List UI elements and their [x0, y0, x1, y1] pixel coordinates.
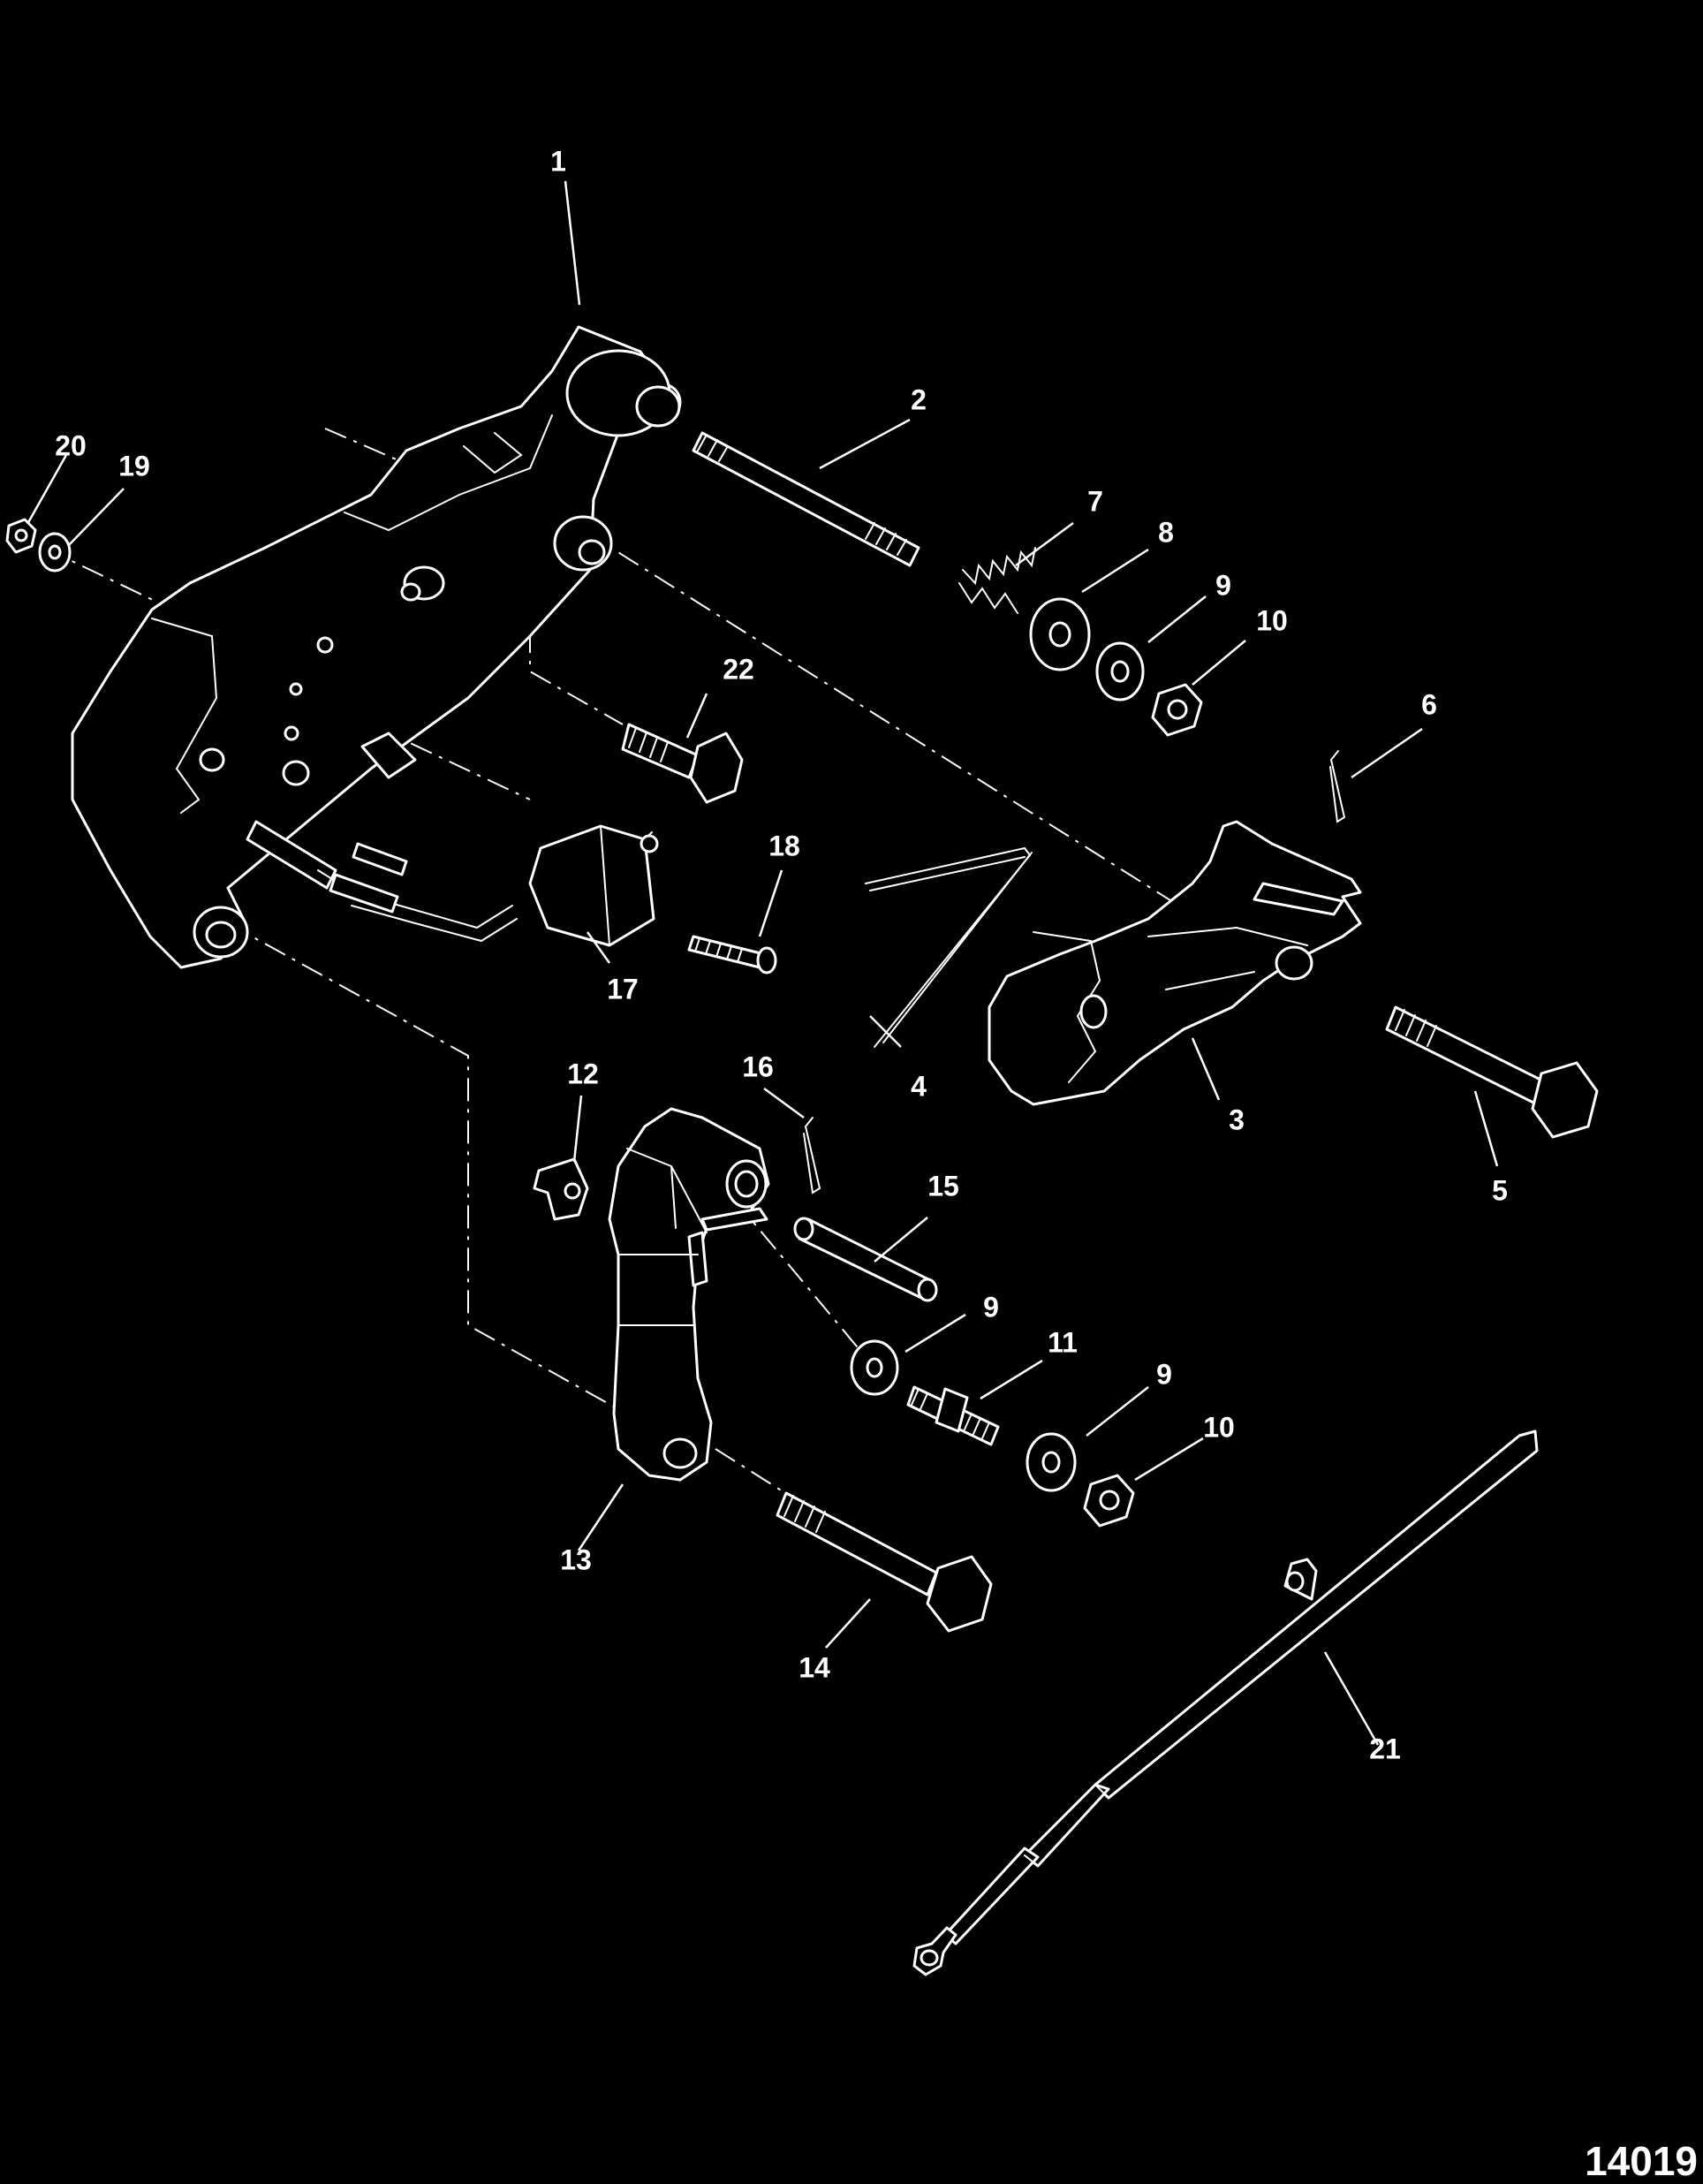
callout-1: 1 — [550, 145, 566, 177]
callout-labels: 1 2 7 8 9 10 6 22 18 17 4 3 5 12 16 15 9… — [55, 145, 1508, 1764]
part-10-nut-lower — [1083, 1474, 1135, 1528]
callout-9-middle: 9 — [983, 1291, 999, 1323]
part-2-stud — [692, 431, 920, 567]
part-16-cotter-pin — [803, 1117, 821, 1194]
part-11-stud — [906, 1385, 1000, 1446]
part-18-screw — [687, 935, 777, 974]
callout-20: 20 — [55, 429, 87, 461]
part-10-nut-upper — [1151, 683, 1203, 737]
callout-8: 8 — [1158, 516, 1174, 548]
part-9-washer-middle — [850, 1339, 899, 1396]
part-1-main-bracket — [71, 325, 682, 969]
part-4-wire-spring — [865, 846, 1033, 1048]
part-8-washer — [1029, 597, 1091, 671]
part-9-washer-lower — [1026, 1432, 1077, 1492]
callout-17: 17 — [607, 973, 639, 1005]
part-7-spring — [958, 547, 1036, 614]
part-19-washer — [38, 532, 72, 573]
callout-10: 10 — [1256, 604, 1288, 636]
part-20-nut — [5, 518, 37, 554]
callout-18: 18 — [768, 830, 800, 861]
part-3-lever — [988, 820, 1362, 1106]
callout-7: 7 — [1087, 485, 1103, 517]
part-12-clip — [533, 1157, 589, 1221]
part-13-lower-lever — [608, 1107, 770, 1482]
callout-10-lower: 10 — [1203, 1411, 1235, 1443]
callout-14: 14 — [799, 1651, 830, 1683]
part-22-bolt — [621, 723, 744, 804]
callout-11: 11 — [1048, 1326, 1078, 1358]
callout-3: 3 — [1229, 1103, 1245, 1135]
callout-15: 15 — [927, 1170, 959, 1202]
figure-id: 14019 — [1585, 2138, 1698, 2184]
part-21-rod — [912, 1429, 1539, 1976]
callout-5: 5 — [1492, 1174, 1508, 1206]
callout-13: 13 — [560, 1543, 592, 1575]
part-6-cotter-pin — [1329, 750, 1346, 823]
callout-21: 21 — [1369, 1733, 1401, 1764]
callout-12: 12 — [567, 1058, 599, 1089]
callout-6: 6 — [1421, 688, 1437, 720]
callout-22: 22 — [723, 653, 754, 685]
part-14-bolt — [776, 1491, 993, 1633]
part-15-pin — [793, 1217, 938, 1302]
part-17-switch — [317, 824, 659, 947]
callout-16: 16 — [742, 1050, 774, 1082]
callout-19: 19 — [118, 450, 150, 482]
callout-9-lower: 9 — [1156, 1358, 1172, 1390]
part-5-bolt — [1385, 1005, 1599, 1139]
callout-leader-lines — [25, 180, 1499, 1746]
part-9-washer-upper — [1095, 641, 1145, 701]
callout-2: 2 — [911, 383, 927, 415]
callout-4: 4 — [911, 1070, 927, 1102]
callout-9: 9 — [1215, 569, 1231, 601]
